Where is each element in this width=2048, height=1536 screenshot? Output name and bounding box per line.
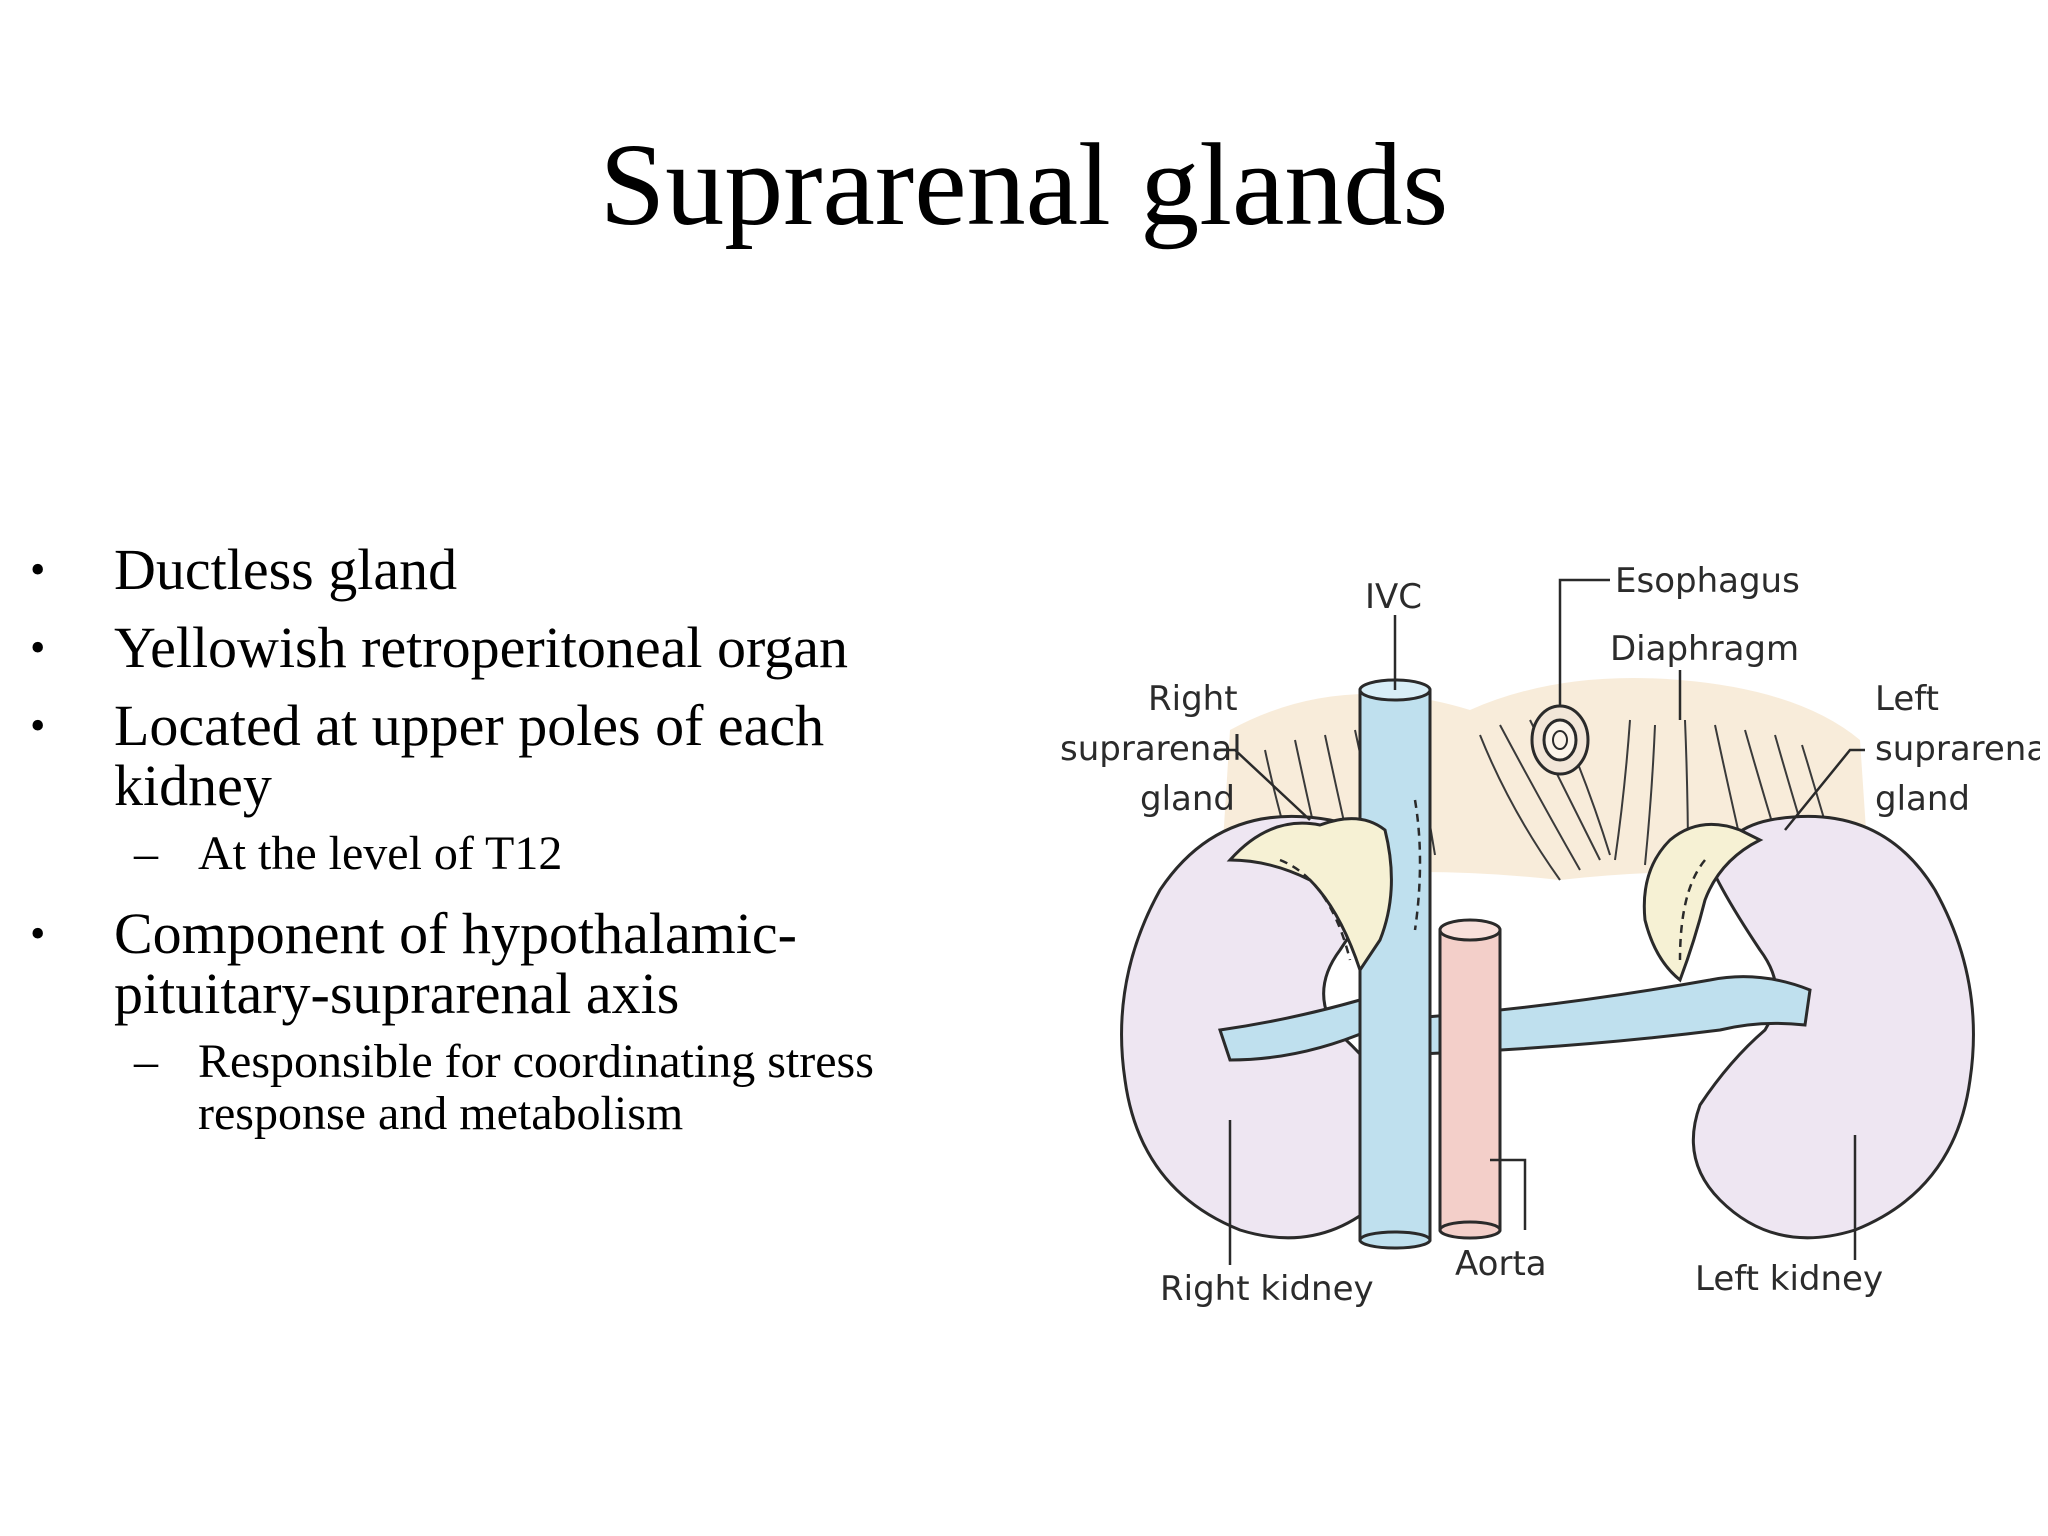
label-aorta: Aorta: [1455, 1244, 1547, 1284]
sub-bullet-marker: –: [134, 1035, 158, 1088]
bullet-item: • Ductless gland: [30, 540, 900, 600]
label-left-suprarenal-line3: gland: [1875, 779, 1970, 819]
label-esophagus: Esophagus: [1615, 561, 1800, 601]
bullet-text: Component of hypothalamic-pituitary-supr…: [114, 901, 797, 1026]
bullet-item: • Located at upper poles of each kidney: [30, 696, 900, 816]
bullet-list: • Ductless gland • Yellowish retroperito…: [30, 540, 900, 1164]
suprarenal-diagram: Esophagus IVC Diaphragm Right suprarenal…: [1040, 560, 2040, 1320]
leader-lines: [1215, 578, 1865, 1265]
label-right-suprarenal-line1: Right: [1148, 679, 1238, 719]
bullet-marker: •: [30, 623, 46, 672]
ivc-shape: [1358, 678, 1432, 1250]
bullet-text: Yellowish retroperitoneal organ: [114, 615, 849, 680]
label-left-suprarenal-line2: suprarenal: [1875, 729, 2040, 769]
sub-bullet-text: At the level of T12: [198, 827, 563, 880]
sub-bullet-item: – Responsible for coordinating stress re…: [30, 1036, 900, 1140]
esophagus-icon: [1530, 704, 1590, 776]
aorta-shape: [1438, 918, 1502, 1240]
bullet-marker: •: [30, 545, 46, 594]
left-suprarenal-gland-dashed: [1678, 859, 1706, 961]
left-kidney-shape: [1691, 814, 1975, 1240]
label-ivc: IVC: [1365, 577, 1422, 617]
bullet-item: • Component of hypothalamic-pituitary-su…: [30, 904, 900, 1024]
label-left-suprarenal-line1: Left: [1875, 679, 1939, 719]
ivc-dashed-edge: [1413, 799, 1422, 931]
sub-bullet-text: Responsible for coordinating stress resp…: [198, 1035, 874, 1140]
slide-title: Suprarenal glands: [599, 119, 1449, 250]
label-diaphragm: Diaphragm: [1610, 629, 1799, 669]
diagram-svg: Esophagus IVC Diaphragm Right suprarenal…: [1060, 561, 2040, 1309]
label-right-suprarenal-line3: gland: [1140, 779, 1235, 819]
right-suprarenal-gland-shape: [1226, 817, 1393, 974]
sub-bullet-marker: –: [134, 827, 158, 880]
sub-bullet-item: – At the level of T12: [30, 828, 900, 880]
bullet-item: • Yellowish retroperitoneal organ: [30, 618, 900, 678]
bullet-text: Located at upper poles of each kidney: [114, 693, 825, 818]
label-right-kidney: Right kidney: [1160, 1269, 1374, 1309]
bullet-marker: •: [30, 909, 46, 958]
left-suprarenal-gland-shape: [1642, 822, 1764, 983]
bullet-text: Ductless gland: [114, 537, 458, 602]
bullet-marker: •: [30, 701, 46, 750]
label-right-suprarenal-line2: suprarenal: [1060, 729, 1242, 769]
label-left-kidney: Left kidney: [1695, 1259, 1883, 1299]
